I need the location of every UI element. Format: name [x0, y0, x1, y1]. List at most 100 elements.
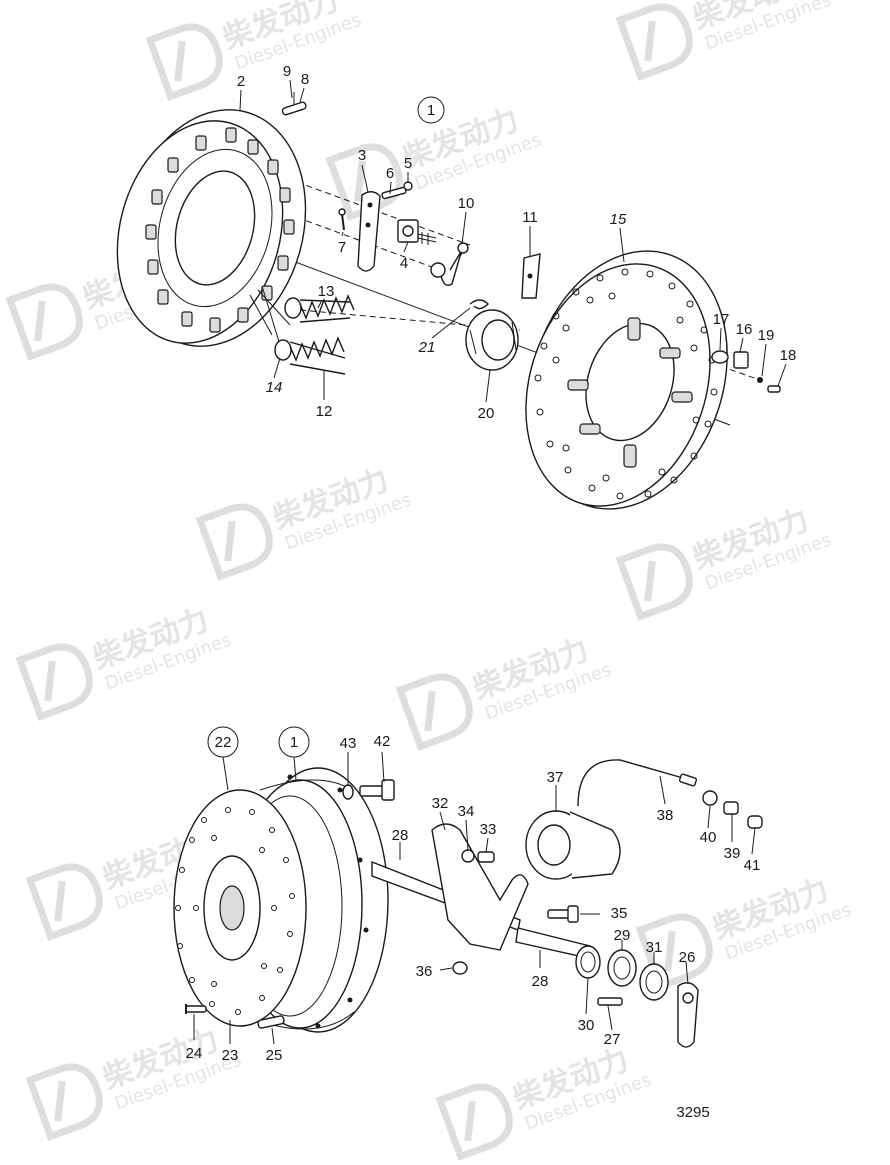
cover-label: 1 [290, 734, 298, 751]
part-label: 34 [458, 803, 475, 820]
alignment-line [249, 164, 471, 246]
drawing-number: 3295 [676, 1104, 709, 1121]
assembly-circle [417, 96, 445, 124]
spring-upper [284, 294, 355, 323]
part-label: 14 [266, 379, 283, 396]
release-lever [357, 191, 381, 272]
eye-bolt [397, 219, 437, 245]
nut-part-16 [733, 351, 749, 369]
part-label: 12 [316, 403, 333, 420]
washer-part-36 [452, 961, 468, 975]
upper-leader-lines [239, 79, 787, 403]
part-label: 26 [679, 949, 696, 966]
release-fork [431, 823, 529, 951]
spring-lower [274, 336, 346, 375]
clutch-cover-slots [567, 317, 693, 468]
watermark: 柴发动力 Diesel-Engines [15, 603, 234, 721]
part-label: 3 [358, 147, 366, 164]
part-label: 43 [340, 735, 357, 752]
part-label: 7 [338, 239, 346, 256]
part-label: 17 [713, 311, 730, 328]
screw-part-18 [767, 385, 781, 393]
nipple-part-39 [723, 801, 739, 815]
lubrication-hose [577, 759, 691, 807]
part-label: 27 [604, 1031, 621, 1048]
part-label: 11 [522, 209, 538, 226]
part-label: 20 [478, 405, 495, 422]
upper-assembly: 1 2 9 8 3 [116, 63, 797, 510]
bearing-part-29 [607, 949, 637, 987]
bolt-part-42 [359, 779, 395, 801]
part-label: 8 [301, 71, 309, 88]
part-label: 40 [700, 829, 717, 846]
washer-part-19 [757, 377, 763, 383]
lower-assembly: 22 1 [173, 726, 763, 1064]
pin-part-25 [257, 1015, 285, 1029]
part-label: 9 [283, 63, 291, 80]
watermark: 柴发动力 Diesel-Engines [435, 1043, 654, 1161]
bushing-part-31 [639, 963, 669, 1001]
part-label: 28 [532, 973, 549, 990]
part-label: 6 [386, 165, 394, 182]
adjusting-nut-assembly [711, 350, 781, 393]
watermark: 柴发动力 Diesel-Engines [25, 1023, 244, 1141]
part-label: 28 [392, 827, 409, 844]
bolt-part-5 [381, 181, 413, 200]
disc-label: 22 [215, 734, 232, 751]
clutch-cover [525, 250, 728, 510]
washer-part-40 [702, 790, 718, 806]
part-label: 42 [374, 733, 391, 750]
clutch-cover-holes [534, 268, 718, 500]
retaining-clip [469, 299, 489, 310]
lower-part-labels: 43 42 37 38 40 39 41 32 34 33 28 35 36 2… [186, 733, 761, 1064]
part-label: 33 [480, 821, 497, 838]
pressure-plate [116, 109, 307, 347]
bolt-part-35 [547, 905, 579, 923]
watermark: 柴发动力 Diesel-Engines [615, 0, 834, 81]
release-bearing-37 [525, 810, 621, 880]
seal-ring-30 [575, 945, 601, 979]
watermark-layer: 柴发动力 Diesel-Engines 柴发动力 Diesel-Engines … [5, 0, 854, 1161]
part-label: 35 [611, 905, 628, 922]
part-label: 37 [547, 769, 564, 786]
bolt-part-27 [597, 997, 623, 1006]
part-label: 24 [186, 1045, 203, 1062]
part-label: 13 [318, 283, 335, 300]
part-label: 5 [404, 155, 412, 172]
part-label: 21 [418, 339, 436, 356]
part-label: 4 [400, 255, 408, 272]
cap-part-41 [747, 815, 763, 829]
part-label: 16 [736, 321, 753, 338]
part-label: 38 [657, 807, 674, 824]
pin-part-8 [281, 92, 307, 116]
watermark: 柴发动力 Diesel-Engines [635, 873, 854, 991]
part-label: 19 [758, 327, 775, 344]
clutch-disc-holes [175, 807, 295, 1015]
part-label: 30 [578, 1017, 595, 1034]
part-label: 18 [780, 347, 797, 364]
spring-clip [430, 242, 469, 286]
assembly-label: 1 [427, 102, 435, 119]
part-label: 10 [458, 195, 475, 212]
watermark: 柴发动力 Diesel-Engines [615, 503, 834, 621]
screw-part-24 [185, 1004, 207, 1014]
part-label: 32 [432, 795, 449, 812]
washer-part-43 [342, 784, 354, 800]
pin-part-7 [338, 208, 346, 231]
part-label: 36 [416, 963, 433, 980]
watermark: 柴发动力 Diesel-Engines [395, 633, 614, 751]
part-label: 25 [266, 1047, 283, 1064]
part-label: 39 [724, 845, 741, 862]
watermark: 柴发动力 Diesel-Engines [145, 0, 364, 101]
part-label: 15 [610, 211, 627, 228]
part-label: 31 [646, 939, 663, 956]
part-label: 29 [614, 927, 631, 944]
pressure-plate-lugs [145, 127, 295, 333]
release-bearing [465, 309, 519, 371]
washer-part-17 [711, 350, 729, 364]
clutch-disc [173, 789, 307, 1027]
part-label: 2 [237, 73, 245, 90]
upper-part-labels: 2 9 8 3 6 5 7 4 10 11 15 13 14 12 21 20 … [237, 63, 797, 422]
watermark: 柴发动力 Diesel-Engines [195, 463, 414, 581]
